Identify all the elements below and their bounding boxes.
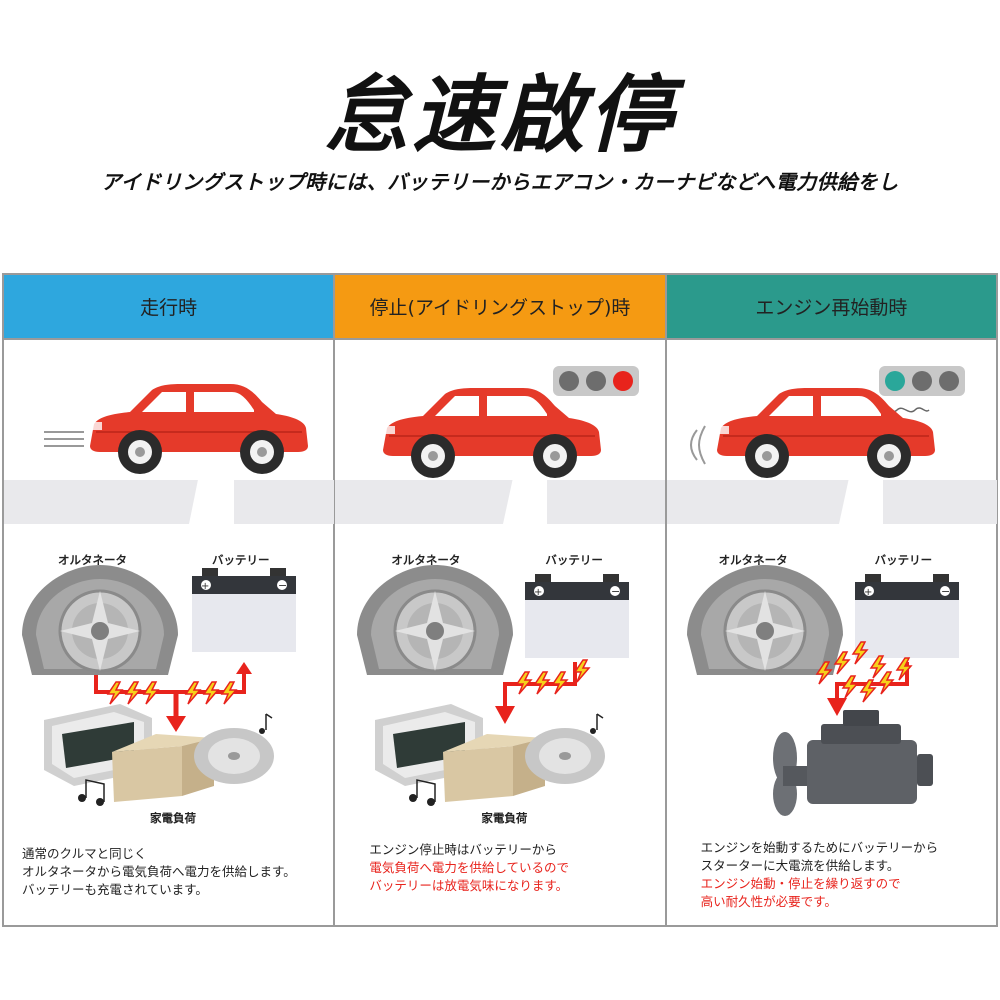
panel-header-restart: エンジン再始動時 xyxy=(666,275,996,340)
desc-line: スターターに大電流を供給します。 xyxy=(700,858,900,873)
traffic-light-icon xyxy=(878,366,965,396)
label-battery: バッテリー xyxy=(545,553,603,567)
bolt-icons xyxy=(516,659,591,695)
label-alternator: オルタネータ xyxy=(391,553,461,567)
car-icon xyxy=(715,387,936,479)
label-home-load: 家電負荷 xyxy=(150,811,196,825)
description: エンジン停止時はバッテリーから 電気負荷へ電力を供給しているので バッテリーは放… xyxy=(369,841,569,895)
idle-stop-illustration xyxy=(335,366,666,806)
desc-line-warning: 高い耐久性が必要です。 xyxy=(700,894,837,909)
car-icon xyxy=(89,383,309,475)
label-home-load: 家電負荷 xyxy=(481,811,528,825)
power-flow-arrows xyxy=(826,662,909,716)
battery-icon xyxy=(192,568,296,652)
description: エンジンを始動するためにバッテリーから スターターに大電流を供給します。 エンジ… xyxy=(701,839,939,911)
desc-line: バッテリーも充電されています。 xyxy=(22,882,208,897)
music-note-icon xyxy=(78,779,105,806)
music-note-icon xyxy=(409,779,437,806)
label-battery: バッテリー xyxy=(212,553,270,567)
traffic-light-icon xyxy=(553,366,640,396)
battery-icon xyxy=(854,574,959,658)
desc-line: 通常のクルマと同じく xyxy=(22,846,147,861)
alternator-icon xyxy=(20,563,180,677)
panel-driving: 走行時 xyxy=(4,275,336,925)
speed-lines xyxy=(44,431,84,447)
alternator-icon xyxy=(685,563,845,677)
desc-line-warning: バッテリーは放電気味になります。 xyxy=(369,878,569,893)
page-title: 怠速啟停 xyxy=(323,66,676,164)
panel-header-idle-stop: 停止(アイドリングストップ)時 xyxy=(335,275,665,340)
road xyxy=(335,480,666,524)
restart-illustration xyxy=(666,366,997,816)
road-marker xyxy=(503,450,548,524)
road xyxy=(666,480,997,524)
engine-icon xyxy=(772,710,933,816)
car-icon xyxy=(382,387,603,479)
desc-line: エンジン停止時はバッテリーから xyxy=(369,842,557,857)
label-alternator: オルタネータ xyxy=(58,553,127,567)
home-appliance-icon xyxy=(43,703,275,803)
desc-line-warning: エンジン始動・停止を繰り返すので xyxy=(700,876,901,891)
panel-header-driving: 走行時 xyxy=(4,275,334,340)
battery-icon xyxy=(525,574,630,658)
home-appliance-icon xyxy=(374,703,607,803)
label-alternator: オルタネータ xyxy=(718,553,788,567)
road-marker xyxy=(189,450,234,524)
panel-idle-stop: 停止(アイドリングストップ)時 xyxy=(335,275,667,925)
label-battery: バッテリー xyxy=(874,553,933,567)
desc-line-warning: 電気負荷へ電力を供給しているので xyxy=(369,860,569,875)
power-flow-arrows xyxy=(94,662,252,732)
alternator-icon xyxy=(355,563,515,677)
page-subtitle: アイドリングストップ時には、バッテリーからエアコン・カーナビなどへ電力供給をし xyxy=(101,170,899,194)
driving-illustration xyxy=(4,383,334,806)
description: 通常のクルマと同じく オルタネータから電気負荷へ電力を供給します。 バッテリーも… xyxy=(22,845,296,899)
desc-line: エンジンを始動するためにバッテリーから xyxy=(700,840,939,855)
panel-restart: エンジン再始動時 xyxy=(666,275,997,925)
desc-line: オルタネータから電気負荷へ電力を供給します。 xyxy=(22,864,296,879)
road xyxy=(4,480,334,524)
panel-row: 走行時 xyxy=(2,273,998,927)
